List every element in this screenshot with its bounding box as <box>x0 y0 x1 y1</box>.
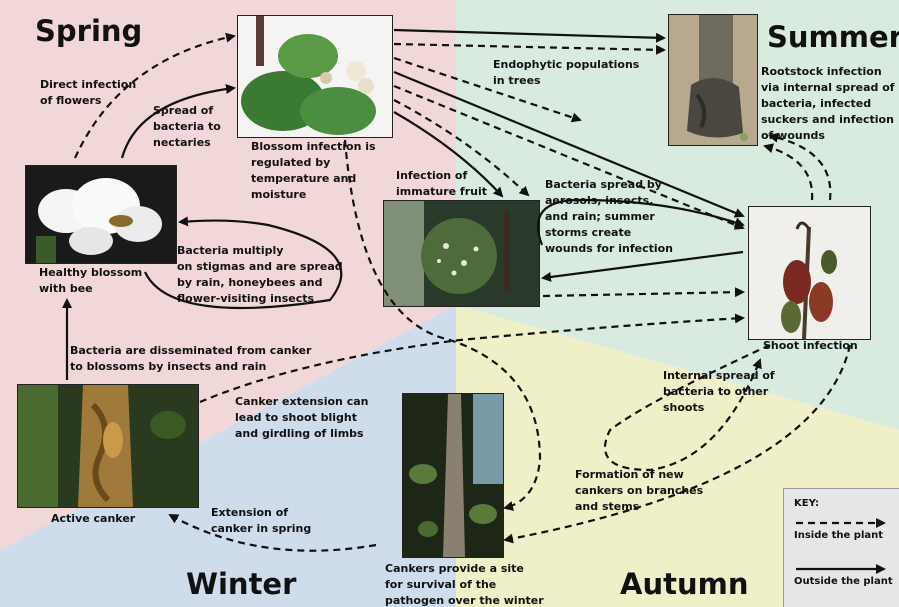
label-new-cankers: Formation of new cankers on branches and… <box>575 467 703 515</box>
label-healthy-blossom: Healthy blossom with bee <box>39 265 142 297</box>
key-outside-label: Outside the plant <box>794 576 893 587</box>
arrow-shoot-rootstock-2 <box>770 136 830 200</box>
arrow-blossom-summer-1 <box>394 30 664 38</box>
label-disseminated: Bacteria are disseminated from canker to… <box>70 343 311 375</box>
label-immature-fruit: Infection of immature fruit <box>396 168 487 200</box>
key-arrows <box>784 489 899 607</box>
label-multiply: Bacteria multiply on stigmas and are spr… <box>177 243 343 307</box>
label-internal-spread: Internal spread of bacteria to other sho… <box>663 368 775 416</box>
label-active-canker: Active canker <box>51 511 135 527</box>
label-direct-infection: Direct infection of flowers <box>40 77 136 109</box>
label-endophytic: Endophytic populations in trees <box>493 57 639 89</box>
label-blossom-infection: Blossom infection is regulated by temper… <box>251 139 376 203</box>
label-canker-extension: Canker extension can lead to shoot bligh… <box>235 394 368 442</box>
key-inside-label: Inside the plant <box>794 530 883 541</box>
label-extension-spring: Extension of canker in spring <box>211 505 311 537</box>
label-bacteria-aerosols: Bacteria spread by aerosols, insects, an… <box>545 177 673 257</box>
label-rootstock: Rootstock infection via internal spread … <box>761 64 895 144</box>
label-survival: Cankers provide a site for survival of t… <box>385 561 544 607</box>
label-spread-nectaries: Spread of bacteria to nectaries <box>153 103 221 151</box>
arrow-blossom-summer-2 <box>394 44 664 50</box>
arrow-fruit-shoot <box>543 292 743 296</box>
legend-key: KEY: Inside the plant Outside the plant <box>783 488 899 607</box>
arrow-shoot-rootstock-1 <box>765 146 812 200</box>
label-shoot-infection: Shoot infection <box>763 338 858 354</box>
